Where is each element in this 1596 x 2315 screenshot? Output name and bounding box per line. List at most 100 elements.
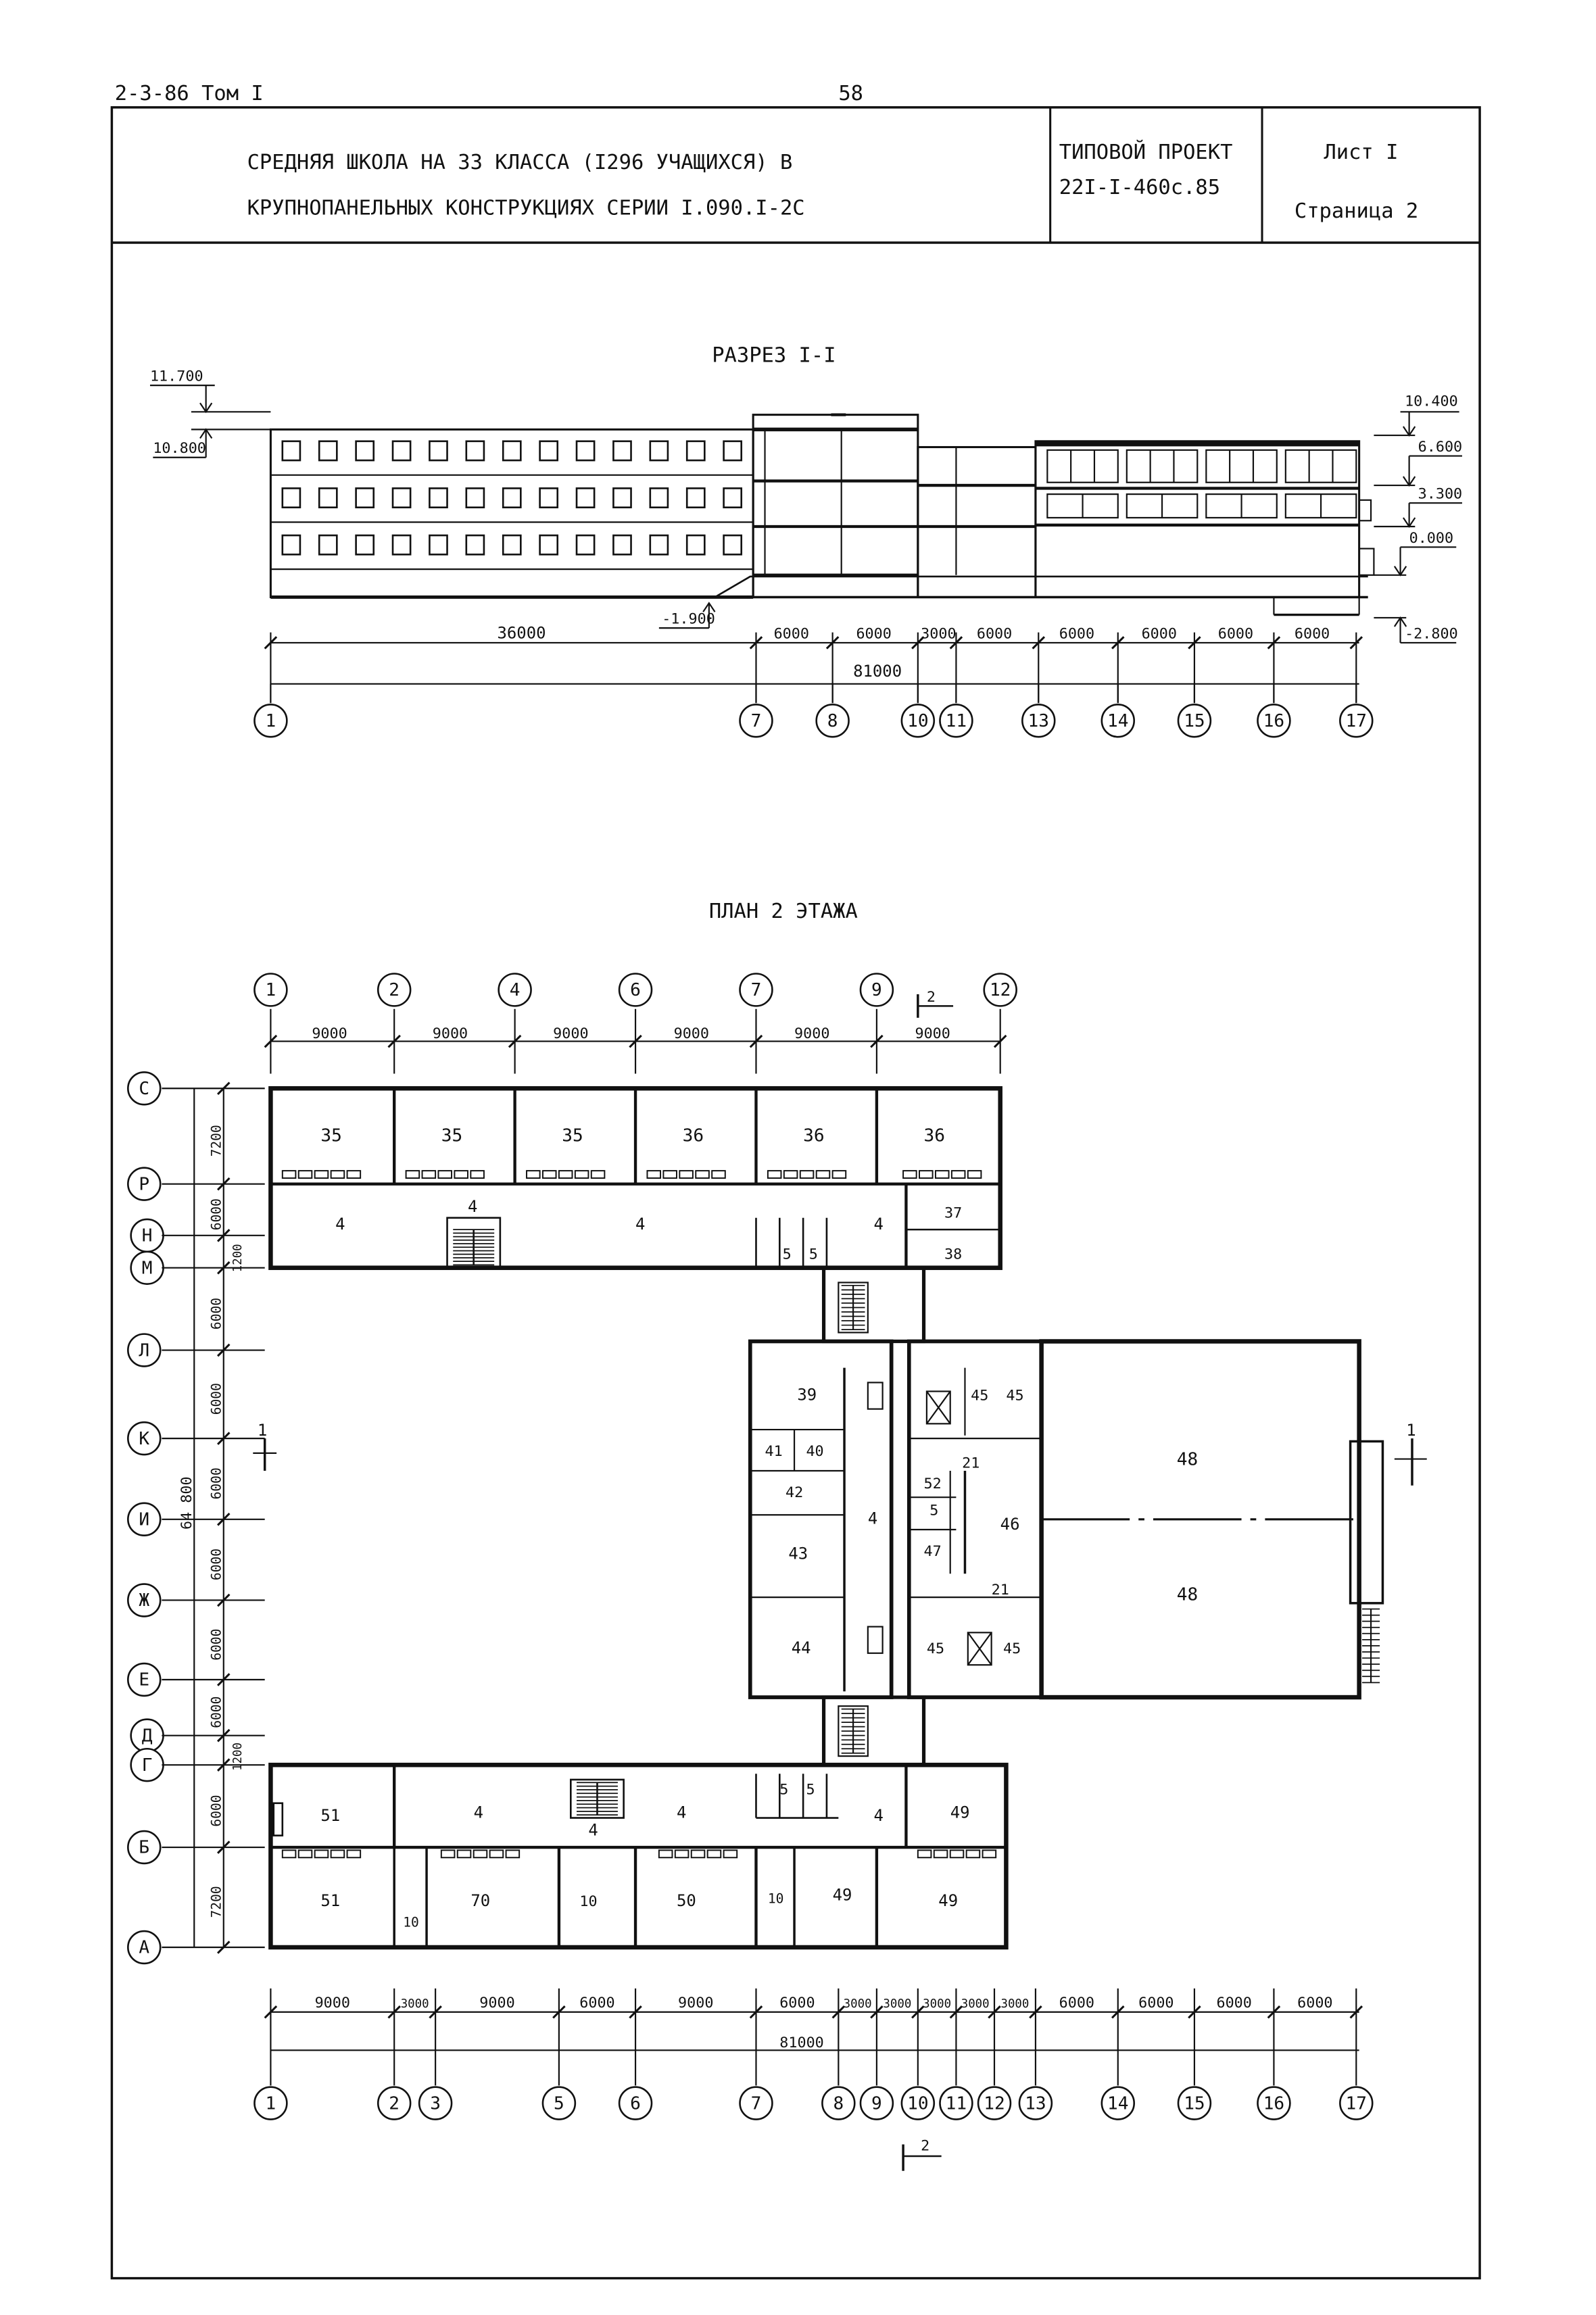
plan-top-axis-6: 6 [618,973,653,1007]
plan-top-axis-2: 2 [377,973,412,1007]
room-36-b: 36 [803,1126,824,1146]
room-45-b: 45 [1006,1388,1023,1405]
room-37: 37 [944,1205,962,1222]
top-dim-0: 9000 [312,1025,347,1042]
corridor-n-2: 4 [468,1197,477,1216]
north-wing [268,1086,1002,1270]
room-5-c: 5 [929,1502,938,1519]
room-70: 70 [470,1891,490,1910]
top-dim-2: 9000 [553,1025,588,1042]
plan-left-axis-5: Л [127,1333,162,1367]
plan-left-axis-7: И [127,1502,162,1537]
top-dim-5: 9000 [915,1025,950,1042]
plan-left-axis-9: Е [127,1662,162,1697]
plan-bottom-axis-8: 9 [859,2086,894,2120]
room-51-a: 51 [320,1806,340,1825]
left-dim-2: 1200 [231,1244,245,1272]
section-left-block [269,428,754,599]
section-cut-1-left: 1 [253,1421,277,1471]
plan-bottom-axis-1-label: 1 [266,2093,276,2114]
plan-bottom-axis-6: 7 [739,2086,773,2120]
plan-top-axis-6-label: 6 [630,980,641,1000]
room-40: 40 [806,1443,823,1460]
room-21-a: 21 [962,1455,980,1472]
room-35-c: 35 [562,1126,583,1146]
level-zero: 0.000 [1409,530,1453,547]
plan-left-axis-4: М [130,1250,164,1285]
top-dim-4: 9000 [794,1025,829,1042]
section-axis-11-label: 11 [946,711,967,731]
plan-left-axis-6-label: К [139,1429,149,1449]
plan-left-axis-10: Д [130,1718,164,1753]
room-36-c: 36 [924,1126,945,1146]
left-dim-4: 6000 [208,1383,224,1415]
room-5-s-a: 5 [779,1782,788,1799]
section-axis-1-label: 1 [266,711,276,731]
corridor-s-2: 4 [588,1821,598,1840]
room-5-s-b: 5 [806,1782,815,1799]
top-dim-3: 9000 [674,1025,709,1042]
plan-title: ПЛАН 2 ЭТАЖА [709,900,858,923]
plan-top-axis-1: 1 [253,973,288,1007]
bottom-dim-8: 3000 [923,1997,951,2011]
level-ground: -1.900 [662,611,715,628]
section-axis-13-label: 13 [1028,711,1049,731]
section-axis-11: 11 [939,703,973,738]
level-basement: -2.800 [1405,625,1458,642]
sheet-frame [110,106,1481,2280]
bottom-dim-13: 6000 [1216,1995,1251,2012]
corridor-s-1: 4 [474,1803,483,1822]
plan-left-axis-11-label: Г [142,1755,153,1776]
sec-dim-4: 6000 [977,625,1012,642]
corridor-s-3: 4 [677,1803,686,1822]
bottom-dim-0: 9000 [315,1995,350,2012]
plan-left-axis-5-label: Л [139,1340,149,1361]
plan-bottom-axis-7: 8 [821,2086,856,2120]
plan-left-axis-12-label: Б [139,1838,149,1858]
series-code: 2-3-86 Том I [115,82,264,105]
left-dim-6: 6000 [208,1549,224,1580]
left-total: 64 800 [178,1476,195,1530]
section-mark-bottom: 2 [921,2137,929,2154]
corridor-n-4: 4 [874,1215,884,1234]
south-wing [268,1762,1009,1950]
plan-bottom-axis-16: 17 [1339,2086,1374,2120]
room-35-a: 35 [320,1126,341,1146]
corridor-center: 4 [868,1509,877,1528]
plan-bottom-axis-8-label: 9 [871,2093,882,2114]
sec-dim-total: 81000 [853,662,902,681]
section-axis-15: 15 [1177,703,1212,738]
section-cut-mark-top: 2 [917,989,954,1018]
plan-left-axis-3-label: Н [142,1226,153,1246]
room-49-a: 49 [833,1885,852,1904]
bottom-dim-1: 3000 [401,1997,429,2011]
gym-hall [1039,1339,1384,1700]
room-41: 41 [765,1443,783,1460]
sec-dim-6: 6000 [1142,625,1177,642]
project-label: ТИПОВОЙ ПРОЕКТ [1059,140,1233,164]
plan-left-axis-2: Р [127,1167,162,1201]
room-43: 43 [788,1544,808,1563]
project-code: 22I-I-460с.85 [1059,176,1220,199]
room-49-c: 49 [950,1803,970,1822]
room-48-a: 48 [1177,1449,1198,1469]
room-47: 47 [924,1543,942,1560]
plan-top-axis-4: 4 [498,973,532,1007]
section-mark-top: 2 [927,989,936,1006]
plan-bottom-axis-4: 5 [541,2086,577,2120]
plan-left-axis-8-label: Ж [139,1590,149,1611]
page-label: Страница 2 [1295,199,1418,223]
bottom-dim-3: 6000 [579,1995,614,2012]
section-cut-mark-bottom: 2 [902,2137,942,2171]
left-dim-9: 1200 [231,1743,245,1771]
plan-top-axis-9: 9 [859,973,894,1007]
plan-left-axis-6: К [127,1421,162,1456]
central-east-block [906,1339,1044,1699]
plan-bottom-axis-2-label: 2 [389,2093,400,2114]
room-10-a: 10 [403,1915,419,1930]
plan-top-axis-9-label: 9 [871,980,882,1000]
room-48-b: 48 [1177,1584,1198,1605]
